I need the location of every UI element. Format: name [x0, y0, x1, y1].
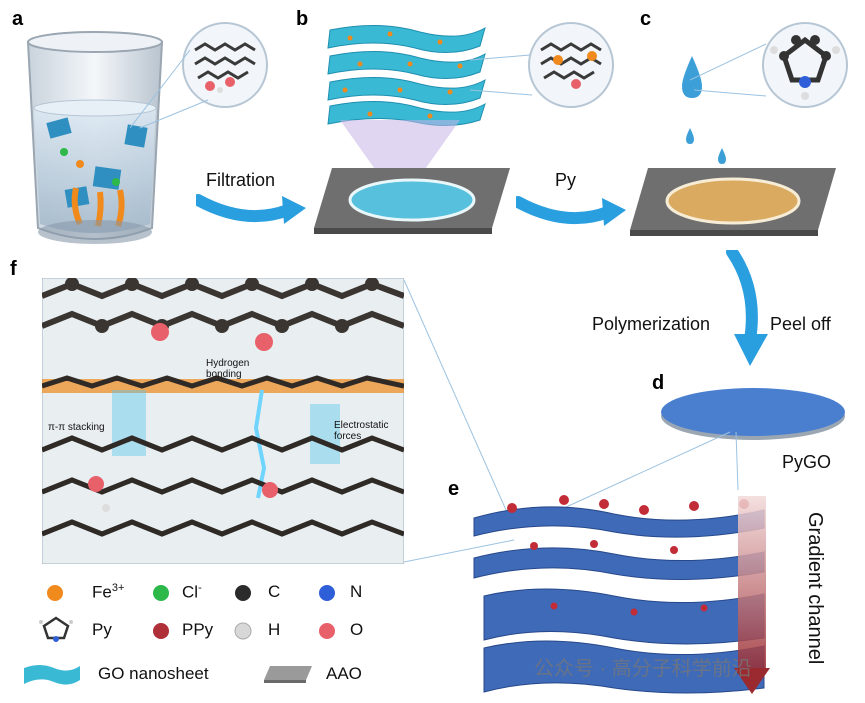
legend-n-label: N [350, 582, 363, 601]
go-nanosheet-stack [327, 25, 486, 127]
graphene-oxide-bubble [182, 22, 268, 108]
aao-plate-c [630, 168, 836, 236]
electrostatic-forces-label: Electrostatic forces [334, 420, 389, 442]
connector-lines-c [690, 43, 767, 97]
polymerization-label: Polymerization [592, 314, 711, 334]
legend-cl-superscript: - [198, 582, 202, 594]
legend-c-icon [235, 585, 251, 601]
graphene-fe-bubble [528, 22, 614, 108]
polymerization-arrow [726, 250, 768, 366]
panel-letter-b: b [296, 8, 309, 30]
filtration-cone [340, 120, 460, 196]
connector-lines-b [470, 54, 533, 96]
legend-fe-icon [47, 585, 63, 601]
connector-lines-d [563, 431, 739, 509]
panel-letter-c: c [640, 8, 652, 30]
py-droplets [682, 56, 726, 164]
legend-cl-label: Cl- [182, 582, 202, 603]
filtration-label: Filtration [206, 170, 276, 190]
legend-py-label: Py [92, 620, 112, 639]
legend-py-icon [39, 616, 73, 642]
py-step-label: Py [555, 170, 577, 190]
panel-letter-d: d [652, 372, 665, 394]
legend-o-icon [319, 623, 335, 639]
legend-fe-label: Fe3+ [92, 582, 124, 603]
panel-letter-f: f [10, 258, 17, 280]
panel-letter-a: a [12, 8, 24, 30]
legend-h-icon [234, 622, 252, 640]
legend-h-label: H [268, 620, 281, 639]
pi-stacking-label: π-π stacking [48, 422, 105, 433]
pygo-label: PyGO [782, 452, 832, 472]
filtration-arrow [196, 194, 306, 224]
interaction-inset [42, 278, 404, 564]
legend-cl-text: Cl [182, 582, 199, 602]
legend-cl-icon [153, 585, 169, 601]
gradient-channel-label: Gradient channel [804, 512, 826, 665]
beaker-illustration [26, 31, 164, 244]
aao-plate-b [314, 168, 510, 234]
legend-fe-superscript: 3+ [111, 582, 125, 594]
legend-go-nanosheet-icon [24, 665, 80, 685]
connector-lines-a [130, 49, 209, 129]
py-arrow [516, 196, 626, 226]
panel-letter-e: e [448, 478, 460, 500]
watermark: 公众号 · 高分子科学前沿 [534, 658, 752, 680]
legend-ppy-label: PPy [182, 620, 214, 639]
pygo-membrane-disk [661, 388, 845, 440]
legend-go-label: GO nanosheet [98, 664, 209, 683]
peel-off-label: Peel off [770, 314, 831, 334]
legend-ppy-icon [153, 623, 169, 639]
gradient-channel-arrow [734, 496, 770, 694]
pyrrole-molecule-bubble [762, 22, 848, 108]
legend-aao-label: AAO [326, 664, 362, 683]
legend-c-label: C [268, 582, 281, 601]
legend-o-label: O [350, 620, 364, 639]
legend-fe-text: Fe [92, 582, 112, 602]
legend-aao-icon [264, 666, 312, 683]
hydrogen-bonding-label: Hydrogen bonding [206, 358, 250, 380]
legend-n-icon [319, 585, 335, 601]
connector-lines-f [404, 279, 515, 563]
